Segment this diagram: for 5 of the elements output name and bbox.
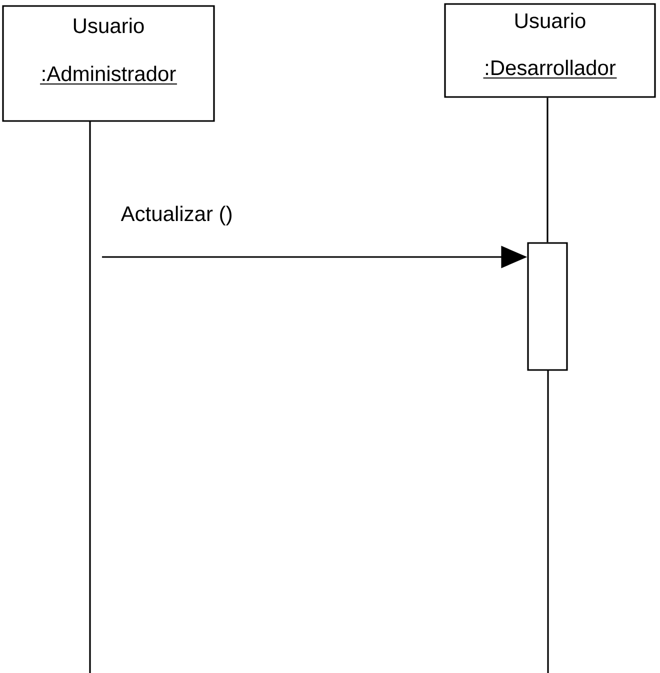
- message-label: Actualizar (): [120, 206, 232, 226]
- activation-bar: [527, 242, 568, 371]
- lifeline: [546, 98, 548, 242]
- actor-box: Usuario :Administrador: [2, 5, 215, 122]
- actor-box: Usuario :Desarrollador: [444, 3, 656, 98]
